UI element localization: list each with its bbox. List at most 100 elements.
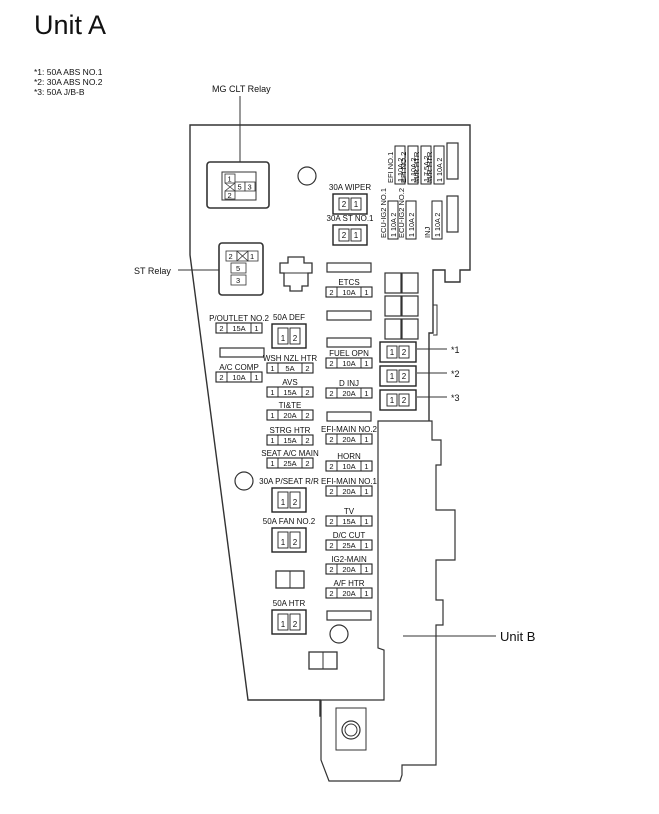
top-fuse-1-spec: 1 10A 2 [396, 158, 405, 182]
top-fuse-4-spec: 1 10A 2 [435, 158, 444, 182]
mid-fuse-7-body [325, 515, 373, 527]
cartridge-fuse-6-pin-a: 1 [281, 620, 286, 629]
mid-fuse-8-body [325, 539, 373, 551]
cartridge-fuse-7-body [379, 341, 417, 363]
pin-box [350, 197, 362, 211]
cartridge-fuse-6-body [271, 609, 307, 635]
top-fuse-4-label: M/R HTR [425, 151, 434, 183]
left-fuse-4-pin-b: 2 [305, 388, 309, 397]
left-fuse-6-pin-a: 1 [270, 436, 274, 445]
mid-fuse-6-body [325, 485, 373, 497]
st-pin-box [247, 250, 259, 262]
cartridge-fuse-4-body [271, 487, 307, 513]
left-fuse-3-body [266, 362, 314, 374]
mid-fuse-2-pin-a: 2 [329, 359, 333, 368]
pin-box [289, 613, 301, 631]
left-fuse-6-pin-b: 2 [305, 436, 309, 445]
mount-bolt [329, 624, 349, 644]
pin-box [277, 491, 289, 509]
mid-fuse-8-pin-a: 2 [329, 541, 333, 550]
empty-fuse-slot [326, 337, 372, 348]
left-fuse-2-pin-b: 1 [254, 373, 258, 382]
mid-fuse-9-amp: 20A [342, 565, 355, 574]
st-pin-box [230, 274, 247, 286]
cartridge-fuse-5-body [271, 527, 307, 553]
mid-fuse-1-label: ETCS [338, 278, 359, 287]
mg-clt-relay-label: MG CLT Relay [212, 84, 271, 94]
spare-fuse-slot [446, 142, 459, 180]
mid-fuse-9-pin-b: 1 [364, 565, 368, 574]
left-fuse-2-amp: 10A [232, 373, 245, 382]
left-fuse-1-label: P/OUTLET NO.2 [209, 314, 269, 323]
mid-fuse-7-pin-a: 2 [329, 517, 333, 526]
mid-fuse-3-body [325, 387, 373, 399]
cartridge-fuse-2-pin-b: 1 [354, 231, 359, 240]
ecu-fuse-3-body [431, 200, 443, 240]
left-fuse-5-body [266, 409, 314, 421]
mid-fuse-5-amp: 10A [342, 462, 355, 471]
empty-relay-socket [401, 318, 419, 340]
ecu-fuse-3-spec: 1 10A 2 [433, 213, 442, 237]
unit-a-right-tab [433, 304, 438, 336]
mid-fuse-9-pin-a: 2 [329, 565, 333, 574]
pin-box [277, 327, 289, 345]
mid-fuse-2-pin-b: 1 [364, 359, 368, 368]
cartridge-fuse-5-label: 50A FAN NO.2 [263, 517, 316, 526]
pin-box [386, 369, 398, 383]
empty-relay-socket [384, 318, 402, 340]
top-fuse-3-label: M/R HTR [412, 151, 421, 183]
mid-fuse-1-pin-a: 2 [329, 288, 333, 297]
cartridge-fuse-6-label: 50A HTR [273, 599, 306, 608]
left-fuse-1-pin-a: 2 [219, 324, 223, 333]
left-fuse-6-amp: 15A [283, 436, 296, 445]
star-callout-3: *3 [451, 393, 460, 403]
mg-pin-box [224, 190, 236, 200]
mid-fuse-10-label: A/F HTR [333, 579, 364, 588]
left-fuse-4-label: AVS [282, 378, 297, 387]
left-fuse-7-label: SEAT A/C MAIN [261, 449, 319, 458]
left-fuse-6-body [266, 434, 314, 446]
mid-fuse-6-pin-a: 2 [329, 487, 333, 496]
mid-fuse-3-pin-a: 2 [329, 389, 333, 398]
mid-fuse-5-pin-b: 1 [364, 462, 368, 471]
left-fuse-6-label: STRG HTR [270, 426, 311, 435]
pin-box [398, 369, 410, 383]
note-1: *1: 50A ABS NO.1 [34, 67, 103, 77]
empty-relay-socket [384, 272, 402, 294]
mid-fuse-2-amp: 10A [342, 359, 355, 368]
left-fuse-4-amp: 15A [283, 388, 296, 397]
st-pin-5: 5 [236, 264, 240, 273]
cartridge-fuse-4-pin-a: 1 [281, 498, 286, 507]
st-pin-2: 2 [229, 252, 233, 261]
pin-box [350, 228, 362, 242]
cartridge-fuse-9-pin-b: 2 [402, 396, 407, 405]
top-fuse-2-label: EFI NO.2 [399, 152, 408, 183]
st-pin-x [236, 250, 249, 262]
empty-relay-socket [401, 272, 419, 294]
mid-fuse-9-body [325, 563, 373, 575]
cartridge-fuse-2-pin-a: 2 [342, 231, 347, 240]
mid-fuse-6-label: EFI-MAIN NO.1 [321, 477, 378, 486]
pin-box [289, 531, 301, 549]
mid-fuse-9-label: IG2-MAIN [331, 555, 367, 564]
left-fuse-3-label: WSH NZL HTR [263, 354, 318, 363]
spare-fuse-slot [446, 195, 459, 233]
page-title: Unit A [34, 10, 107, 40]
pin-box [277, 613, 289, 631]
